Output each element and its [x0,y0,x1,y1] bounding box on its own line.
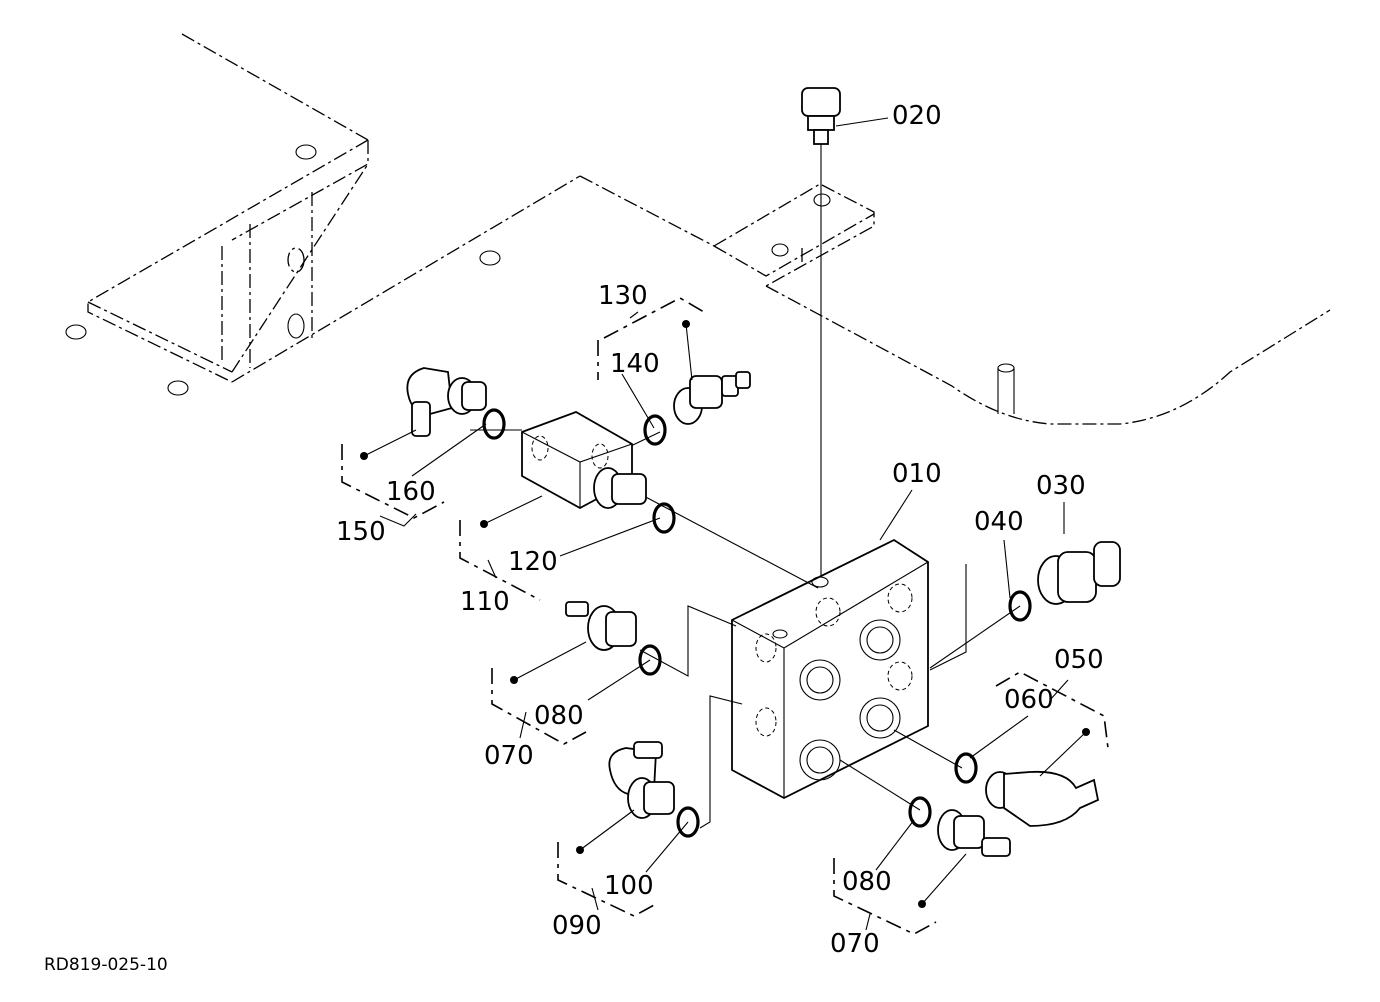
callout-080a: 080 [534,701,584,731]
callout-150: 150 [336,517,386,547]
callout-160: 160 [386,477,436,507]
valve-block [731,538,929,800]
frame-holes [65,144,831,396]
callout-060: 060 [1004,685,1054,715]
mounting-frame-outline [87,33,1331,425]
o-ring-100 [676,806,700,838]
o-rings [482,408,1032,838]
o-ring-080a [638,644,662,676]
straight-fitting-030 [1037,541,1121,605]
callout-030: 030 [1036,471,1086,501]
callout-130: 130 [598,281,648,311]
callout-040: 040 [974,507,1024,537]
frame-post [997,363,1015,414]
elbow-fitting-150 [406,367,487,437]
elbow-fitting-090 [608,741,675,819]
pressure-switch-130 [673,371,751,425]
straight-fitting-070b [937,809,1011,857]
straight-fitting-070a [565,601,637,651]
o-ring-040 [1008,590,1032,622]
breather-cap [801,87,841,580]
document-id: RD819-025-10 [44,955,168,975]
o-ring-140 [643,414,667,446]
o-ring-080b [908,796,932,828]
callout-050: 050 [1054,645,1104,675]
o-ring-060 [954,752,978,784]
callout-080b: 080 [842,867,892,897]
callout-110: 110 [460,587,510,617]
o-ring-120 [652,502,676,534]
callout-labels: 020 010 030 040 050 060 070 070 080 080 … [44,101,1104,975]
callout-070b: 070 [830,929,880,959]
elbow-fitting-050 [985,770,1100,827]
callout-140: 140 [610,349,660,379]
callout-100: 100 [604,871,654,901]
callout-070a: 070 [484,741,534,771]
assembly-group-brackets [341,297,1109,935]
leader-lines [360,117,1090,931]
spacer-nipple-110 [593,467,647,509]
callout-020: 020 [892,101,942,131]
callout-010: 010 [892,459,942,489]
o-ring-160 [482,408,506,440]
callout-090: 090 [552,911,602,941]
callout-120: 120 [508,547,558,577]
